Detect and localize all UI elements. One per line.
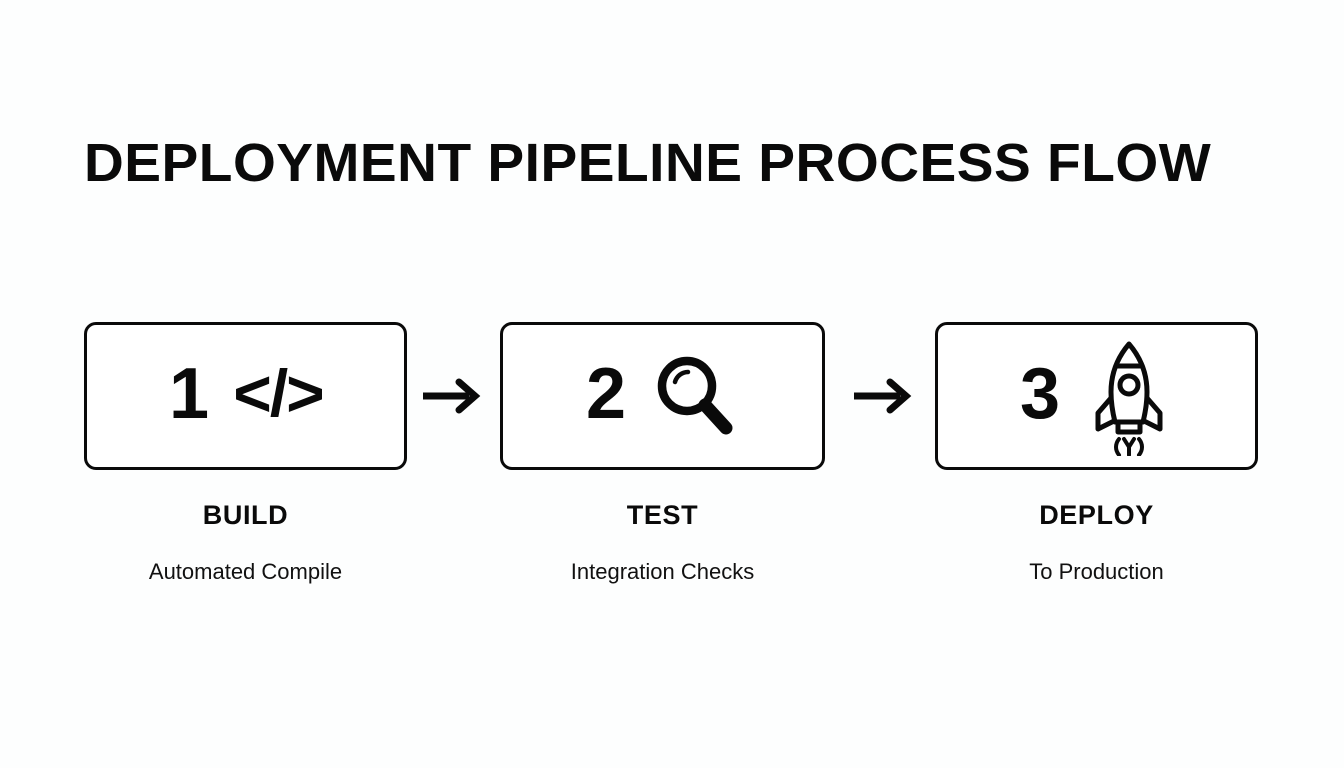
- code-brackets-icon: </>: [233, 356, 324, 430]
- step-number-2: 2: [585, 354, 626, 434]
- page-title: DEPLOYMENT PIPELINE PROCESS FLOW: [84, 133, 1212, 193]
- process-steps: 1 </> BUILD Automated Compile 2: [0, 322, 1344, 612]
- process-step-test: 2 TEST Integration Checks: [500, 322, 825, 585]
- step-number-3: 3: [1019, 354, 1060, 434]
- step-title-2: TEST: [626, 500, 699, 530]
- process-step-build: 1 </> BUILD Automated Compile: [84, 322, 407, 585]
- step-number-1: 1: [168, 354, 209, 434]
- arrow-right-icon-2: [852, 372, 916, 420]
- step-card-2[interactable]: 2: [500, 322, 825, 470]
- step-description-2: Integration Checks: [570, 559, 755, 584]
- magnifier-icon: [651, 346, 739, 446]
- rocket-icon: [1085, 341, 1173, 456]
- arrow-right-icon-1: [421, 372, 485, 420]
- step-description-3: To Production: [1029, 559, 1164, 584]
- step-title-1: BUILD: [202, 500, 289, 530]
- process-step-deploy: 3: [935, 322, 1258, 585]
- step-card-3[interactable]: 3: [935, 322, 1258, 470]
- step-title-3: DEPLOY: [1039, 500, 1154, 530]
- step-card-1[interactable]: 1 </>: [84, 322, 407, 470]
- step-description-1: Automated Compile: [148, 559, 343, 584]
